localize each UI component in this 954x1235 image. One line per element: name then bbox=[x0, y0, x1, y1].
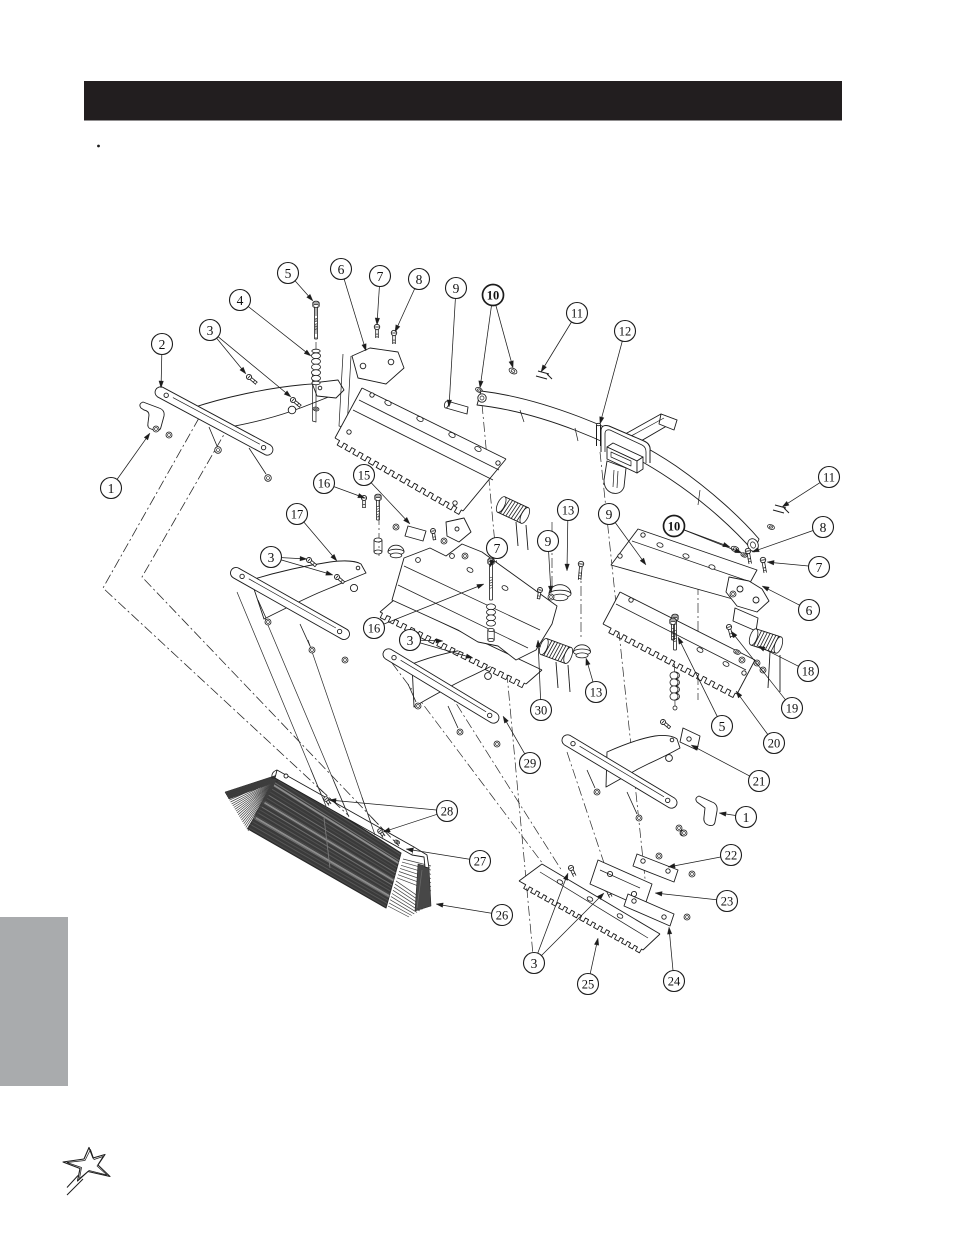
svg-text:18: 18 bbox=[802, 665, 815, 679]
svg-text:16: 16 bbox=[318, 477, 331, 491]
svg-text:6: 6 bbox=[806, 603, 813, 618]
svg-text:19: 19 bbox=[786, 702, 799, 716]
svg-text:3: 3 bbox=[407, 633, 414, 648]
svg-text:11: 11 bbox=[823, 471, 835, 485]
svg-text:23: 23 bbox=[721, 895, 734, 909]
svg-text:22: 22 bbox=[725, 849, 738, 863]
svg-text:1: 1 bbox=[108, 481, 115, 496]
svg-text:20: 20 bbox=[768, 737, 781, 751]
svg-text:21: 21 bbox=[753, 775, 766, 789]
svg-text:3: 3 bbox=[268, 550, 275, 565]
svg-text:10: 10 bbox=[668, 520, 681, 534]
svg-text:4: 4 bbox=[237, 293, 244, 308]
svg-text:13: 13 bbox=[562, 504, 575, 518]
svg-text:27: 27 bbox=[474, 855, 487, 869]
svg-text:5: 5 bbox=[285, 266, 292, 281]
svg-text:30: 30 bbox=[535, 704, 548, 718]
svg-text:16: 16 bbox=[368, 622, 381, 636]
svg-text:26: 26 bbox=[496, 909, 509, 923]
svg-text:10: 10 bbox=[487, 289, 500, 303]
svg-text:7: 7 bbox=[494, 541, 501, 556]
svg-text:24: 24 bbox=[668, 975, 681, 989]
svg-text:3: 3 bbox=[207, 323, 214, 338]
svg-text:11: 11 bbox=[571, 307, 583, 321]
svg-text:1: 1 bbox=[743, 810, 750, 825]
svg-text:2: 2 bbox=[159, 337, 166, 352]
svg-text:5: 5 bbox=[719, 719, 726, 734]
svg-text:3: 3 bbox=[531, 956, 538, 971]
svg-text:7: 7 bbox=[816, 560, 823, 575]
svg-text:8: 8 bbox=[820, 520, 827, 535]
svg-text:28: 28 bbox=[441, 805, 454, 819]
svg-text:13: 13 bbox=[590, 686, 603, 700]
svg-text:17: 17 bbox=[291, 508, 304, 522]
svg-text:9: 9 bbox=[606, 507, 613, 522]
svg-text:25: 25 bbox=[582, 978, 595, 992]
svg-text:9: 9 bbox=[453, 281, 460, 296]
svg-text:9: 9 bbox=[545, 534, 552, 549]
svg-text:7: 7 bbox=[377, 269, 384, 284]
svg-text:29: 29 bbox=[524, 757, 537, 771]
svg-text:12: 12 bbox=[619, 325, 632, 339]
svg-text:8: 8 bbox=[416, 272, 423, 287]
svg-text:6: 6 bbox=[338, 262, 345, 277]
svg-text:15: 15 bbox=[358, 469, 371, 483]
